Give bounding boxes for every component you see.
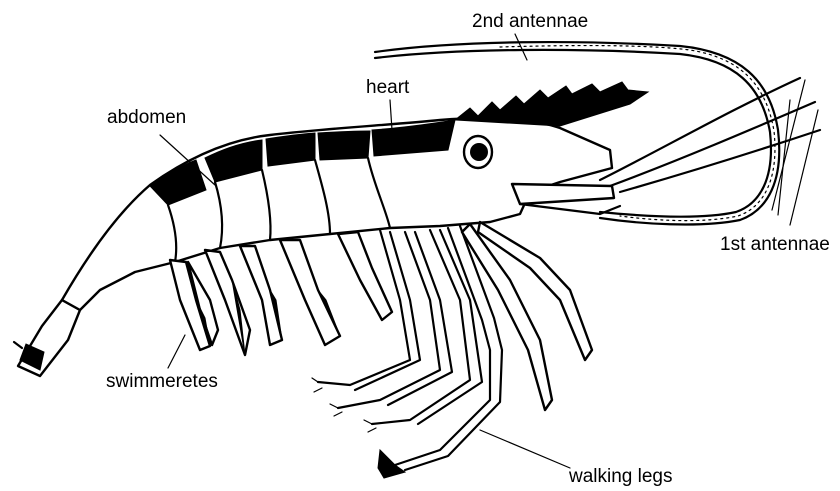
label-abdomen: abdomen [107,108,186,127]
label-first-antennae: 1st antennae [720,235,830,254]
label-heart: heart [366,78,409,97]
label-swimmeretes: swimmeretes [106,372,218,391]
label-walking-legs: walking legs [569,467,673,486]
label-second-antennae: 2nd antennae [472,12,588,31]
tail-fan [14,300,80,376]
